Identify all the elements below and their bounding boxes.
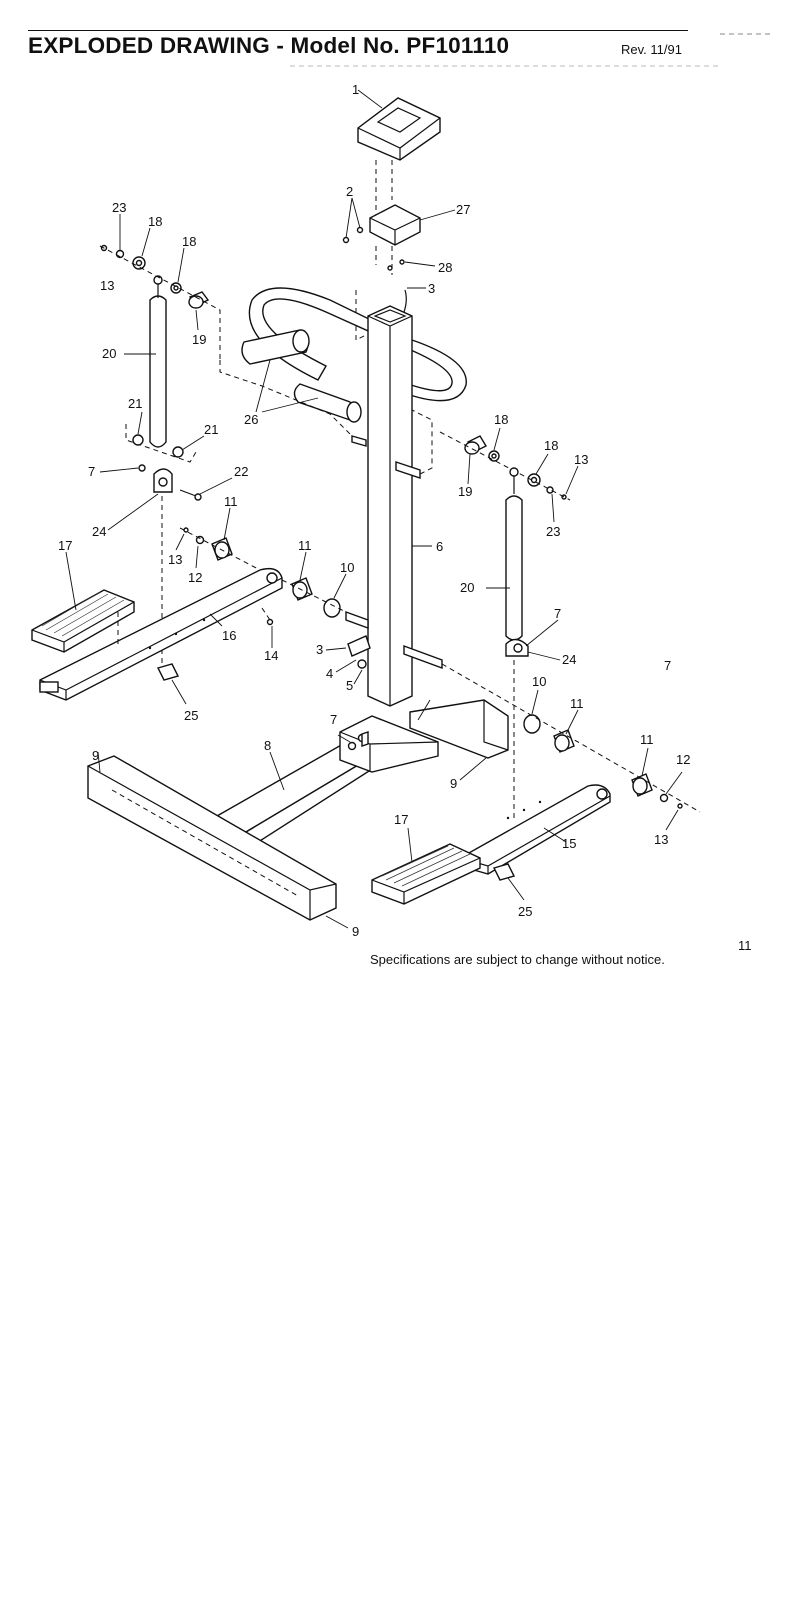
callout-27: 27 — [456, 202, 470, 217]
callout-18-b: 18 — [182, 234, 196, 249]
callout-12-a: 12 — [188, 570, 202, 585]
callout-24-a: 24 — [92, 524, 106, 539]
callout-10-a: 10 — [340, 560, 354, 575]
callout-10-b: 10 — [532, 674, 546, 689]
part-right-bushings — [441, 663, 701, 831]
callout-19-b: 19 — [458, 484, 472, 499]
part-left-bushings — [261, 551, 347, 648]
callout-17-b: 17 — [394, 812, 408, 827]
callout-7-b: 7 — [554, 606, 561, 621]
page-number: 11 — [738, 938, 752, 953]
part-console — [357, 89, 441, 161]
callout-20-a: 20 — [102, 346, 116, 361]
part-left-arm — [39, 567, 283, 701]
part-left-cylinder — [124, 275, 197, 463]
callout-labels: 1 2 27 28 3 23 18 18 13 19 20 26 21 21 7… — [58, 82, 690, 939]
callout-12-b: 12 — [676, 752, 690, 767]
callout-21-a: 21 — [128, 396, 142, 411]
callout-13-b: 13 — [168, 552, 182, 567]
callout-18-c: 18 — [494, 412, 508, 427]
part-pivot-bracket — [325, 635, 371, 685]
part-right-pedal — [371, 827, 481, 905]
callout-11-b: 11 — [298, 538, 312, 553]
part-right-cylinder — [486, 467, 561, 820]
callout-17-a: 17 — [58, 538, 72, 553]
callout-25-a: 25 — [184, 708, 198, 723]
callout-11-d: 11 — [640, 732, 654, 747]
callout-13-a: 13 — [100, 278, 114, 293]
callout-23-b: 23 — [546, 524, 560, 539]
callout-9-a: 9 — [92, 748, 99, 763]
callout-23: 23 — [112, 200, 126, 215]
callout-22: 22 — [234, 464, 248, 479]
part-right-end-cap — [492, 863, 525, 901]
callout-18-d: 18 — [544, 438, 558, 453]
part-upright-post — [219, 305, 443, 707]
callout-9-c: 9 — [352, 924, 359, 939]
scan-marks — [290, 33, 770, 67]
callout-20-b: 20 — [460, 580, 474, 595]
part-mount-bracket — [342, 197, 456, 275]
footer-notice: Specifications are subject to change wit… — [370, 952, 665, 967]
callout-1: 1 — [352, 82, 359, 97]
page-title: EXPLODED DRAWING - Model No. PF101110 — [28, 33, 510, 58]
callout-14: 14 — [264, 648, 278, 663]
part-left-pedal — [31, 551, 135, 653]
callout-13-d: 13 — [654, 832, 668, 847]
callout-3-b: 3 — [316, 642, 323, 657]
callout-11-a: 11 — [224, 494, 238, 509]
header-rule — [28, 30, 688, 31]
part-left-lower-hardware — [99, 411, 233, 665]
callout-19-a: 19 — [192, 332, 206, 347]
revision-label: Rev. 11/91 — [621, 42, 682, 57]
callout-4: 4 — [326, 666, 333, 681]
callout-7-a: 7 — [88, 464, 95, 479]
part-base-frame — [87, 699, 509, 929]
part-right-upper-hardware — [439, 427, 579, 523]
callout-26: 26 — [244, 412, 258, 427]
callout-7-c: 7 — [664, 658, 671, 673]
part-foam-grips — [241, 329, 362, 423]
callout-24-b: 24 — [562, 652, 576, 667]
callout-18-a: 18 — [148, 214, 162, 229]
callout-15: 15 — [562, 836, 576, 851]
callout-9-b: 9 — [450, 776, 457, 791]
part-left-end-cap — [156, 663, 187, 705]
part-left-upper-hardware — [99, 214, 221, 360]
callout-3: 3 — [428, 281, 435, 296]
callout-25-b: 25 — [518, 904, 532, 919]
callout-28: 28 — [438, 260, 452, 275]
callout-16: 16 — [222, 628, 236, 643]
part-left-arm-hardware — [175, 507, 261, 571]
part-right-arm — [459, 784, 611, 875]
callout-2: 2 — [346, 184, 353, 199]
callout-7-d: 7 — [330, 712, 337, 727]
callout-13-c: 13 — [574, 452, 588, 467]
callout-21-b: 21 — [204, 422, 218, 437]
callout-11-c: 11 — [570, 696, 584, 711]
callout-5: 5 — [346, 678, 353, 693]
callout-6: 6 — [436, 539, 443, 554]
callout-8: 8 — [264, 738, 271, 753]
